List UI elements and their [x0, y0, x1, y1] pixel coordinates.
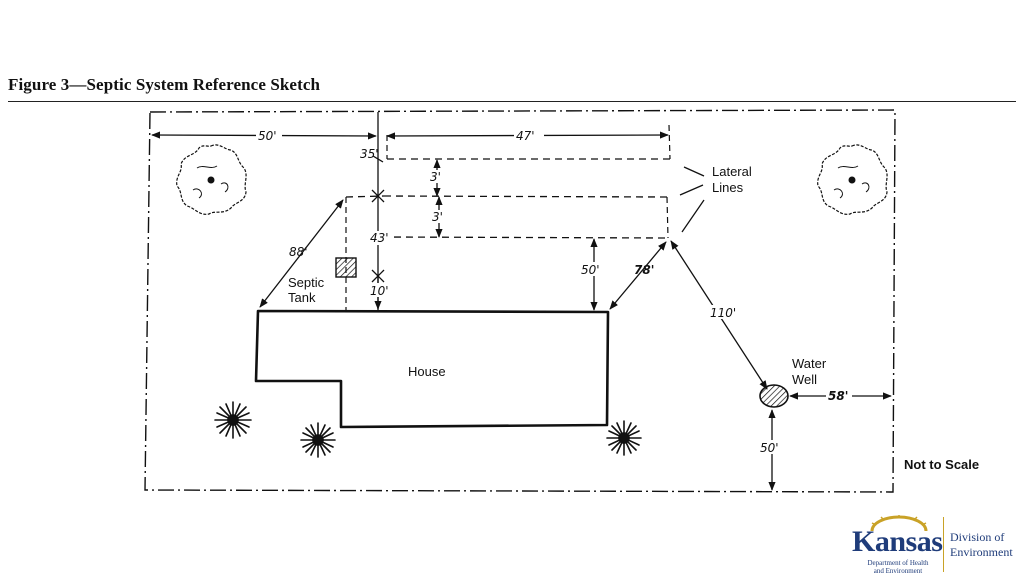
- logo-division: Division of Environment: [950, 530, 1013, 560]
- not-to-scale-note: Not to Scale: [904, 457, 980, 472]
- house-outline: [254, 309, 610, 429]
- logo-division-line-2: Environment: [950, 545, 1013, 559]
- figure-title: Figure 3—Septic System Reference Sketch: [8, 75, 321, 94]
- sun-icon: [870, 515, 928, 531]
- dimension-lateral-center: 43': [370, 231, 389, 245]
- dimension-lateral-to-corner: 78': [634, 263, 654, 277]
- shrub-icon: [606, 420, 642, 456]
- tree-icon: [817, 144, 888, 215]
- tree-icon: [176, 144, 247, 215]
- logo-divider: [943, 517, 944, 572]
- dimension-lateral-to-house: 50': [581, 263, 600, 277]
- dimension-lateral-spacing-1: 3': [430, 170, 441, 184]
- title-rule: [8, 101, 1016, 102]
- label-lateral-lines-2: Lines: [712, 180, 744, 195]
- dimension-well-to-right: 58': [828, 389, 848, 403]
- label-house: House: [408, 364, 446, 379]
- logo-department-line-1: Department of Health: [867, 559, 929, 567]
- water-well-icon: [759, 384, 789, 408]
- label-water-well-1: Water: [792, 356, 827, 371]
- dimension-lateral-spacing-2: 3': [432, 210, 443, 224]
- property-line: [144, 109, 896, 493]
- dimension-left-width: 50': [258, 129, 277, 143]
- dimension-lateral-to-well: 110': [710, 306, 736, 320]
- septic-tank-icon: [335, 257, 357, 278]
- dimension-right-width: 47': [516, 129, 535, 143]
- label-septic-tank-2: Tank: [288, 290, 316, 305]
- logo-division-line-1: Division of: [950, 530, 1005, 544]
- label-septic-tank-1: Septic: [288, 275, 325, 290]
- label-lateral-lines-1: Lateral: [712, 164, 752, 179]
- logo-department-line-2: and Environment: [873, 567, 923, 575]
- lateral-lines: [345, 158, 670, 239]
- dimension-lines: [151, 112, 892, 491]
- label-water-well-2: Well: [792, 372, 817, 387]
- dimension-well-to-back: 50': [760, 441, 779, 455]
- shrub-icon: [300, 422, 336, 458]
- shrub-icon: [214, 401, 252, 439]
- dimension-guides: [345, 124, 671, 311]
- dimension-tank-to-house: 10': [370, 284, 389, 298]
- kdhe-logo: Kansas Department of Health and Environm…: [846, 513, 1024, 576]
- logo-department: Department of Health and Environment: [856, 559, 940, 575]
- dimension-front-setback: 35': [360, 147, 379, 161]
- logo-wordmark: Kansas: [852, 525, 943, 558]
- dimension-tank-to-corner: 88': [289, 245, 308, 259]
